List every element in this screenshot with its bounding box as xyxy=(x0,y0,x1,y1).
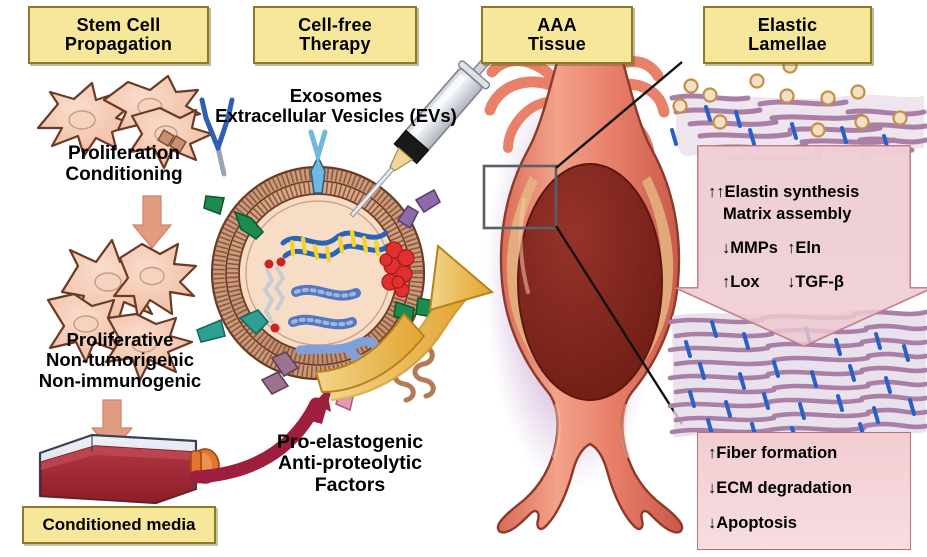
outcome-upper-line2: Matrix assembly xyxy=(723,205,852,223)
header-line-2: Tissue xyxy=(528,34,586,54)
header-line-2: Lamellae xyxy=(748,34,827,54)
lipid-molecule-icon xyxy=(262,257,286,333)
mrna-strand-icon xyxy=(288,284,381,364)
label-exosomes-evs: Exosomes Extracellular Vesicles (EVs) xyxy=(215,85,457,127)
panel-header-elastic-lamellae: Elastic Lamellae xyxy=(703,6,872,64)
panel-header-cell-free-therapy: Cell-free Therapy xyxy=(253,6,417,64)
exosome-vesicle-icon xyxy=(210,165,426,381)
dna-helix-icon xyxy=(280,229,391,263)
protein-cluster-icon xyxy=(379,241,415,298)
header-line-2: Propagation xyxy=(64,34,173,54)
header-line-1: Elastic xyxy=(757,14,818,35)
ev-particles xyxy=(672,58,908,138)
panel-header-stem-cell-propagation: Stem Cell Propagation xyxy=(28,6,209,64)
abdominal-aorta-aneurysm-icon xyxy=(484,43,684,534)
header-line-1: AAA xyxy=(537,14,577,35)
outcome-lower-line3: ↓Apoptosis xyxy=(708,514,797,532)
elastic-lamellae-upper xyxy=(669,58,927,162)
outcome-upper-line4: ↑Lox ↓TGF-β xyxy=(722,273,844,291)
label-pro-elastogenic-factors: Pro-elastogenic Anti-proteolytic Factors xyxy=(276,431,424,496)
callout-leader-lines xyxy=(554,61,684,425)
outcome-lower-line1: ↑Fiber formation xyxy=(708,444,838,462)
proliferation-arrow-salmon xyxy=(131,195,173,249)
conditioning-arrow-salmon xyxy=(90,399,134,453)
injection-gold-arrow xyxy=(315,244,495,402)
callout-box-aorta xyxy=(482,164,558,230)
lipid-bilayer-tails xyxy=(212,167,424,379)
label-proliferation-conditioning: Proliferation Conditioning xyxy=(65,143,183,185)
header-line-1: Stem Cell xyxy=(76,14,161,35)
elastic-lamellae-dense xyxy=(667,309,927,442)
header-line-2: Therapy xyxy=(299,34,371,54)
label-proliferative-nontumorigenic: Proliferative Non-tumorigenic Non-immuno… xyxy=(38,329,202,391)
outcome-upper-line1: ↑↑Elastin synthesis xyxy=(708,183,860,201)
culture-flask-icon xyxy=(38,433,220,505)
outcome-upper-line3: ↓MMPs ↑Eln xyxy=(722,239,822,257)
label-conditioned-media: Conditioned media xyxy=(22,506,216,544)
panel-header-aaa-tissue: AAA Tissue xyxy=(481,6,633,64)
header-line-1: Cell-free xyxy=(298,14,372,35)
receptor-chain-icon xyxy=(392,343,436,403)
outcome-lower-line2: ↓ECM degradation xyxy=(708,479,852,497)
lower-outcome-box xyxy=(697,432,911,550)
